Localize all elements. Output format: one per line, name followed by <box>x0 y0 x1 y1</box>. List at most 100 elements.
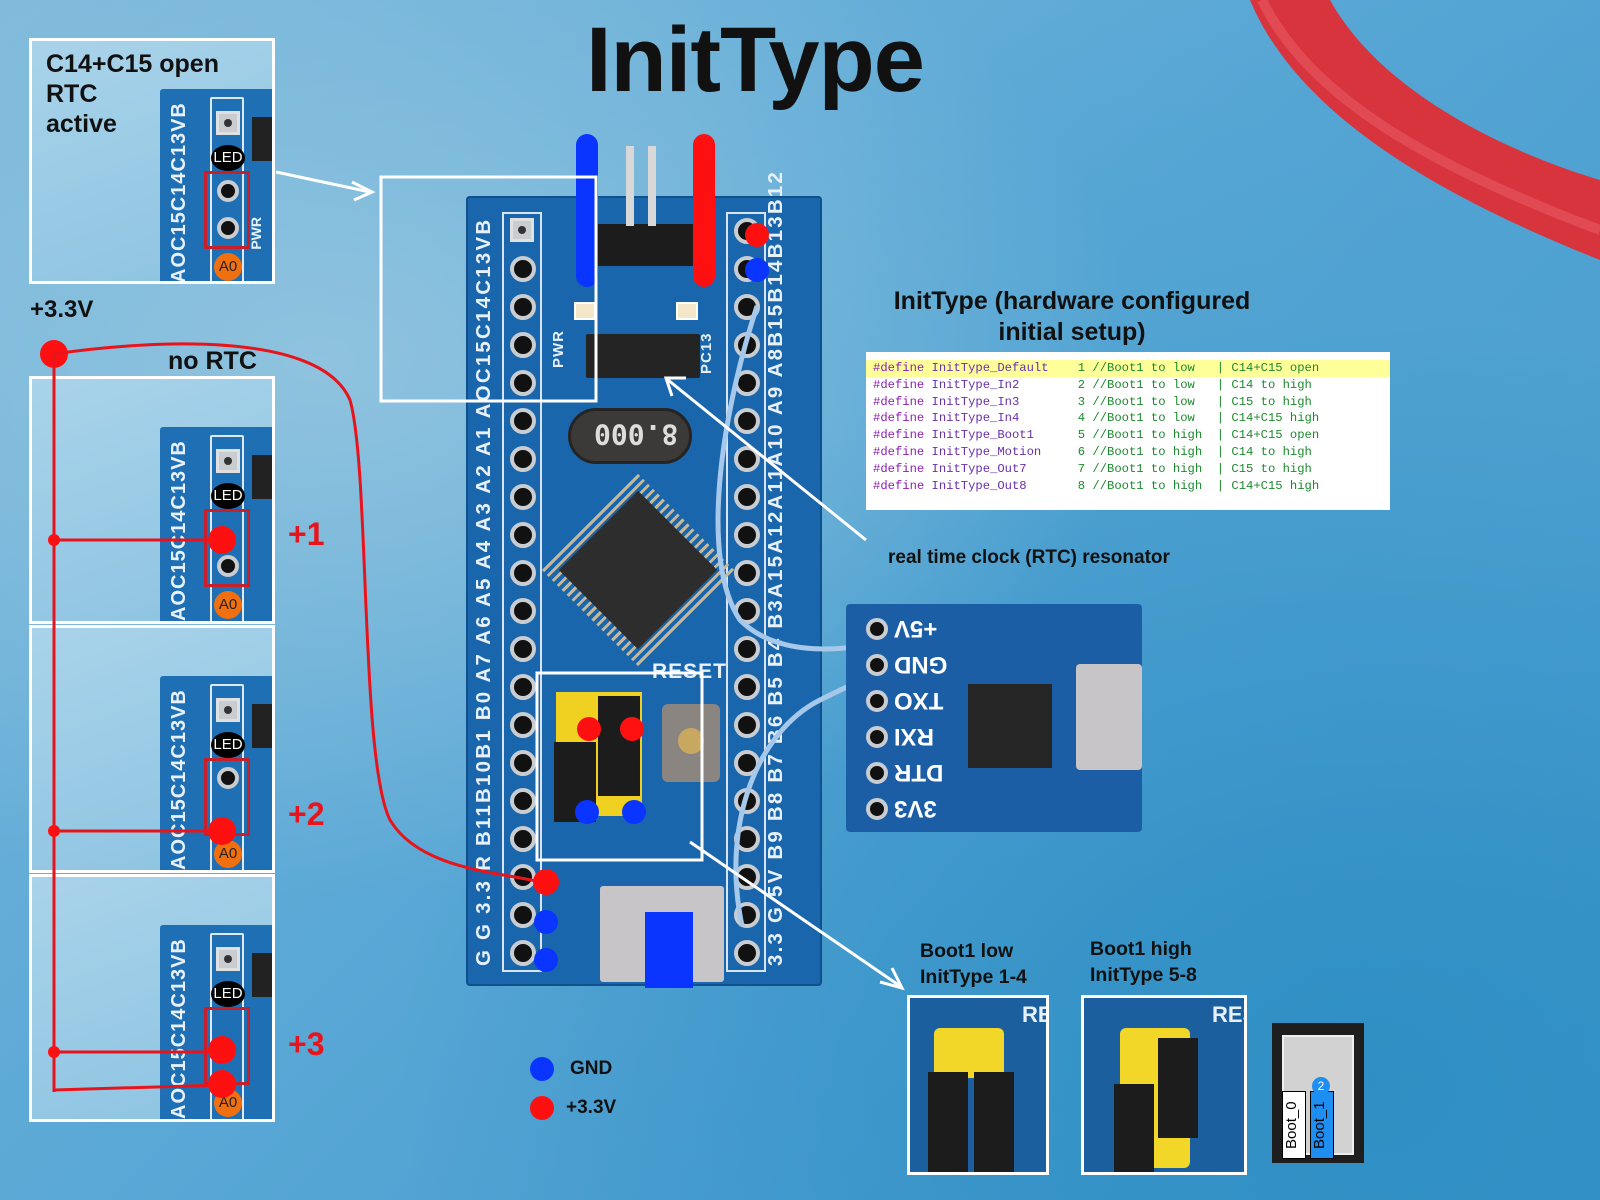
header-connector <box>252 455 272 499</box>
board-gnd-dot <box>534 910 558 934</box>
board-3v3-pin-dot <box>745 223 769 247</box>
caption-line: Boot1 high <box>1090 938 1192 960</box>
usb-serial-pin-label: 3V3 <box>894 795 937 822</box>
boot-high-caption: Boot1 high InitType 5-8 <box>1090 936 1197 988</box>
left-pin-hole <box>510 446 536 472</box>
code-comment: 4 //Boot1 to low | C14+C15 high <box>1077 411 1320 426</box>
code-keyword: #define <box>873 411 932 426</box>
code-line: #define InitType_Out8 8 //Boot1 to high … <box>866 478 1390 495</box>
mini-pcb: AOC15C14C13VB LED A0 <box>160 427 272 621</box>
left-pin-hole <box>510 332 536 358</box>
inittype-code-listing: #define InitType_Default 1 //Boot1 to lo… <box>866 352 1390 510</box>
boot-low-photo: RE <box>907 995 1049 1175</box>
rtc-caption: real time clock (RTC) resonator <box>888 547 1170 568</box>
code-keyword: #define <box>873 361 932 375</box>
usb-serial-pin-hole <box>866 654 888 676</box>
pin-strip <box>210 435 244 621</box>
reset-button-cap[interactable] <box>678 728 704 754</box>
code-comment: 7 //Boot1 to high | C15 to high <box>1077 461 1312 476</box>
left-pin-hole <box>510 560 536 586</box>
heading-line: InitType (hardware configured <box>893 287 1251 315</box>
right-pin-hole <box>734 636 760 662</box>
caption-line: active <box>46 110 117 138</box>
left-pin-hole <box>510 218 534 242</box>
led-badge: LED <box>211 732 245 758</box>
left-pin-hole <box>510 598 536 624</box>
legend-vcc-label: +3.3V <box>566 1097 617 1118</box>
rtc-arrow <box>667 378 867 542</box>
c15-pin-hole <box>217 217 239 239</box>
usb-serial-pin-label: +5V <box>894 615 938 642</box>
offset-label-plus2: +2 <box>288 796 325 832</box>
boot1-jumper <box>598 696 640 796</box>
caption-line: C14+C15 open <box>46 50 219 78</box>
left-pin-hole <box>510 674 536 700</box>
jumper-gnd-dot <box>622 800 646 824</box>
code-identifier: InitType_In4 <box>931 411 1078 426</box>
arrowhead <box>351 180 376 202</box>
left-pin-hole <box>510 256 536 282</box>
caption-line: Boot1 low <box>920 940 1014 962</box>
code-keyword: #define <box>873 461 932 476</box>
code-keyword: #define <box>873 478 932 493</box>
right-pin-hole <box>734 522 760 548</box>
caption-line: InitType 5-8 <box>1090 964 1197 986</box>
usb-serial-pin-label: RXI <box>894 723 935 750</box>
code-heading: InitType (hardware configured initial se… <box>872 286 1272 348</box>
legend-gnd-dot <box>530 1057 554 1081</box>
jumper-vcc-dot <box>620 717 644 741</box>
square-pin-hole <box>216 698 240 722</box>
left-pin-hole <box>510 522 536 548</box>
right-pin-hole <box>734 712 760 738</box>
rtc-resonator <box>586 334 700 378</box>
config-panel-1: AOC15C14C13VB LED A0 <box>29 376 275 624</box>
rtc-active-panel: C14+C15 open RTC active AOC15C14C13VB LE… <box>29 38 275 284</box>
c14-pin-hole <box>217 180 239 202</box>
code-comment: 2 //Boot1 to low | C14 to high <box>1077 377 1312 392</box>
left-pin-hole <box>510 294 536 320</box>
code-keyword: #define <box>873 377 932 392</box>
boot1-jumper <box>974 1072 1014 1172</box>
a0-badge: A0 <box>214 840 242 868</box>
code-comment: 5 //Boot1 to high | C14+C15 open <box>1077 428 1320 443</box>
boot-low-caption: Boot1 low InitType 1-4 <box>920 938 1027 990</box>
code-keyword: #define <box>873 428 932 443</box>
code-identifier: InitType_Default <box>931 361 1078 375</box>
code-comment: 6 //Boot1 to high | C14 to high <box>1077 444 1312 459</box>
c14-high-dot <box>208 526 236 554</box>
boot-jumper-diagram: Boot_0 Boot_1 2 <box>1272 1023 1364 1163</box>
legend-gnd-label: GND <box>570 1058 613 1079</box>
c14-high-dot <box>208 1036 236 1064</box>
left-pin-header <box>502 212 542 972</box>
usb-serial-pin-hole <box>866 690 888 712</box>
c15-high-dot <box>208 817 236 845</box>
code-identifier: InitType_Boot1 <box>931 428 1078 443</box>
boot1-badge: 2 <box>1312 1077 1330 1095</box>
usb-serial-pin-hole <box>866 726 888 748</box>
board-3v3-dot <box>533 869 559 895</box>
led-badge: LED <box>211 145 245 171</box>
code-line: #define InitType_Default 1 //Boot1 to lo… <box>866 360 1390 377</box>
usb-serial-pin-label: GND <box>894 651 948 678</box>
code-keyword: #define <box>873 444 932 459</box>
code-identifier: InitType_In3 <box>931 394 1078 409</box>
supply-to-board-wire <box>53 342 541 884</box>
arrowhead <box>879 967 905 991</box>
ch340-chip <box>968 684 1052 768</box>
left-pin-hole <box>510 826 536 852</box>
left-pin-hole <box>510 788 536 814</box>
boot0-jumper <box>1114 1084 1154 1172</box>
code-identifier: InitType_Out8 <box>931 478 1078 493</box>
right-pin-hole <box>734 674 760 700</box>
pin-strip <box>210 97 244 281</box>
boot1-jumper <box>1158 1038 1198 1138</box>
boot1-label: Boot_1 <box>1310 1091 1334 1159</box>
crystal-oscillator <box>568 408 692 464</box>
code-line: #define InitType_In4 4 //Boot1 to low | … <box>866 410 1390 427</box>
top-header-connector <box>578 224 702 266</box>
code-keyword: #define <box>873 394 932 409</box>
board-gnd-pin-dot <box>745 258 769 282</box>
c14-pin-hole <box>217 767 239 789</box>
